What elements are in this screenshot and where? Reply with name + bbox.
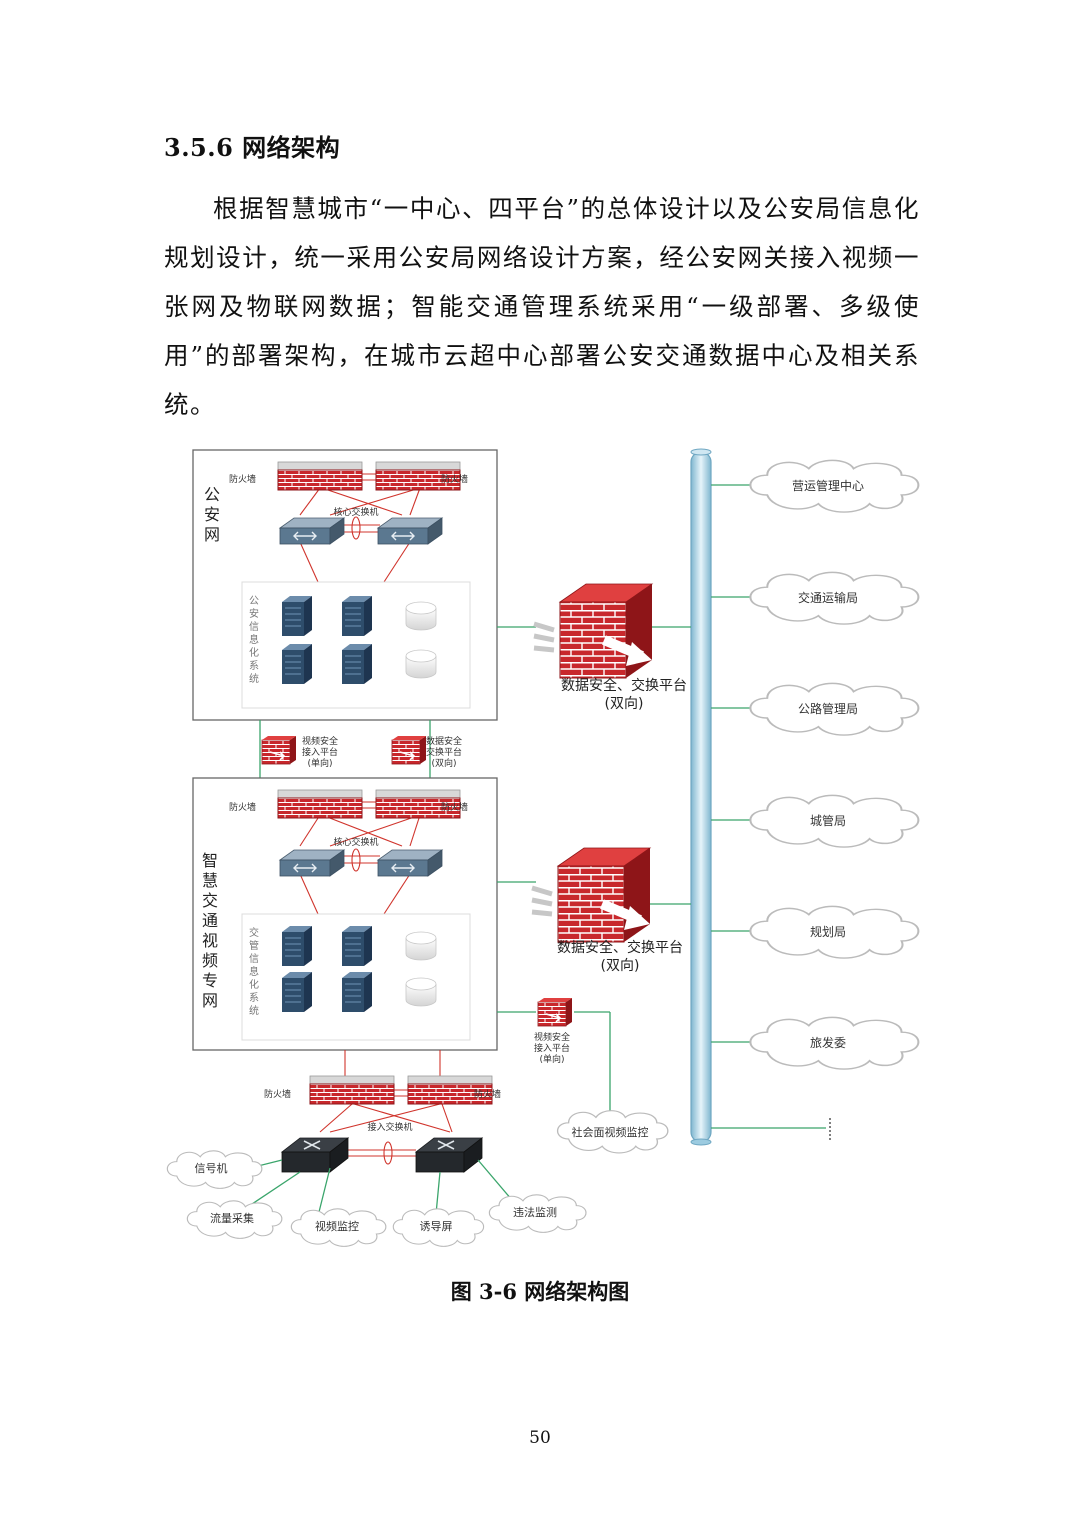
edge-links [239, 1159, 513, 1217]
firewall-icon [277, 461, 363, 491]
police-zone-title: 公安网 [204, 485, 220, 544]
server-icon [281, 643, 313, 685]
edge-device-label: 视频监控 [315, 1219, 359, 1233]
edge-device-label: 违法监测 [513, 1205, 557, 1219]
department-label: 营运管理中心 [792, 478, 864, 493]
server-icon [341, 971, 373, 1013]
server-icon [341, 595, 373, 637]
firewall-icon [277, 789, 363, 819]
department-label: 交通运输局 [798, 590, 858, 605]
firewall-label: 防火墙 [441, 801, 468, 813]
data-exchange-platform-label: 数据安全交换平台(双向) [426, 735, 462, 769]
firewall-label: 防火墙 [229, 801, 256, 813]
server-icon [281, 925, 313, 967]
video-access-platform-label: 视频安全接入平台(单向) [302, 735, 338, 769]
figure-caption: 图 3-6 网络架构图 [450, 1279, 630, 1304]
department-links [711, 484, 826, 1129]
storage-icon [405, 649, 437, 679]
backbone-pipe [690, 448, 712, 1146]
traffic-info-system-label: 交管信息化系统 [249, 926, 259, 1017]
storage-icon [405, 977, 437, 1007]
department-label: 城管局 [810, 813, 846, 828]
data-exchange-firewall-icon [532, 848, 650, 942]
social-video-label: 社会面视频监控 [572, 1125, 649, 1139]
data-exchange-firewall-icon [391, 735, 427, 765]
edge-device-clouds [166, 1150, 587, 1247]
department-label: 旅发委 [810, 1035, 846, 1050]
edge-device-label: 信号机 [195, 1161, 228, 1175]
traffic-zone-title: 智慧交通视频专网 [202, 851, 218, 1010]
access-switch-label: 接入交换机 [367, 1121, 412, 1133]
video-access-firewall-icon [537, 997, 573, 1027]
firewall-icon [309, 1075, 395, 1105]
firewall-label: 防火墙 [474, 1088, 501, 1100]
edge-device-label: 流量采集 [210, 1211, 254, 1225]
data-exchange-firewall-icon [534, 584, 652, 678]
firewall-label: 防火墙 [264, 1088, 291, 1100]
exchange-platform-mode: (双向) [601, 958, 640, 974]
department-clouds [749, 459, 920, 1071]
body-paragraph: 根据智慧城市“一中心、四平台”的总体设计以及公安局信息化规划设计，统一采用公安局… [164, 194, 920, 419]
firewall-label: 防火墙 [229, 473, 256, 485]
access-switch-icon [281, 1137, 349, 1173]
server-icon [281, 595, 313, 637]
firewall-label: 防火墙 [441, 473, 468, 485]
core-switch-label: 核心交换机 [333, 836, 378, 848]
exchange-platform-label: 数据安全、交换平台 [561, 677, 687, 694]
server-icon [341, 925, 373, 967]
edge-device-label: 诱导屏 [420, 1220, 453, 1233]
video-access-firewall-icon [261, 735, 297, 765]
storage-icon [405, 931, 437, 961]
exchange-platform-mode: (双向) [605, 696, 644, 712]
page-number: 50 [529, 1428, 551, 1448]
core-switch-icon [279, 849, 345, 877]
server-icon [281, 971, 313, 1013]
core-switch-label: 核心交换机 [333, 506, 378, 518]
exchange-platform-label: 数据安全、交换平台 [557, 939, 683, 956]
core-switch-icon [377, 849, 443, 877]
storage-icon [405, 601, 437, 631]
access-switch-icon [415, 1137, 483, 1173]
core-switch-icon [377, 517, 443, 545]
server-icon [341, 643, 373, 685]
section-heading: 3.5.6 网络架构 [164, 133, 341, 162]
police-info-system-label: 公安信息化系统 [249, 596, 259, 685]
video-access-platform-label: 视频安全接入平台(单向) [534, 1031, 570, 1065]
core-switch-icon [279, 517, 345, 545]
department-label: 规划局 [810, 924, 846, 939]
department-label: 公路管理局 [798, 701, 858, 716]
